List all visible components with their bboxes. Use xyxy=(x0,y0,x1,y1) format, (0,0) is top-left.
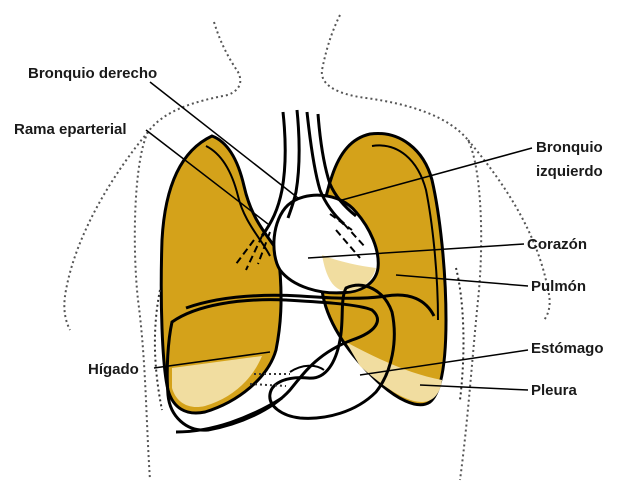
label-bronquio-izquierdo-2: izquierdo xyxy=(536,163,603,180)
label-bronquio-derecho: Bronquio derecho xyxy=(28,65,157,82)
label-corazon: Corazón xyxy=(527,236,587,253)
label-rama-eparterial: Rama eparterial xyxy=(14,121,127,138)
label-bronquio-izquierdo-1: Bronquio xyxy=(536,139,603,156)
label-pulmon: Pulmón xyxy=(531,278,586,295)
label-pleura: Pleura xyxy=(531,382,578,399)
label-higado: Hígado xyxy=(88,361,139,378)
right-lung xyxy=(161,136,281,413)
label-estomago: Estómago xyxy=(531,340,604,357)
